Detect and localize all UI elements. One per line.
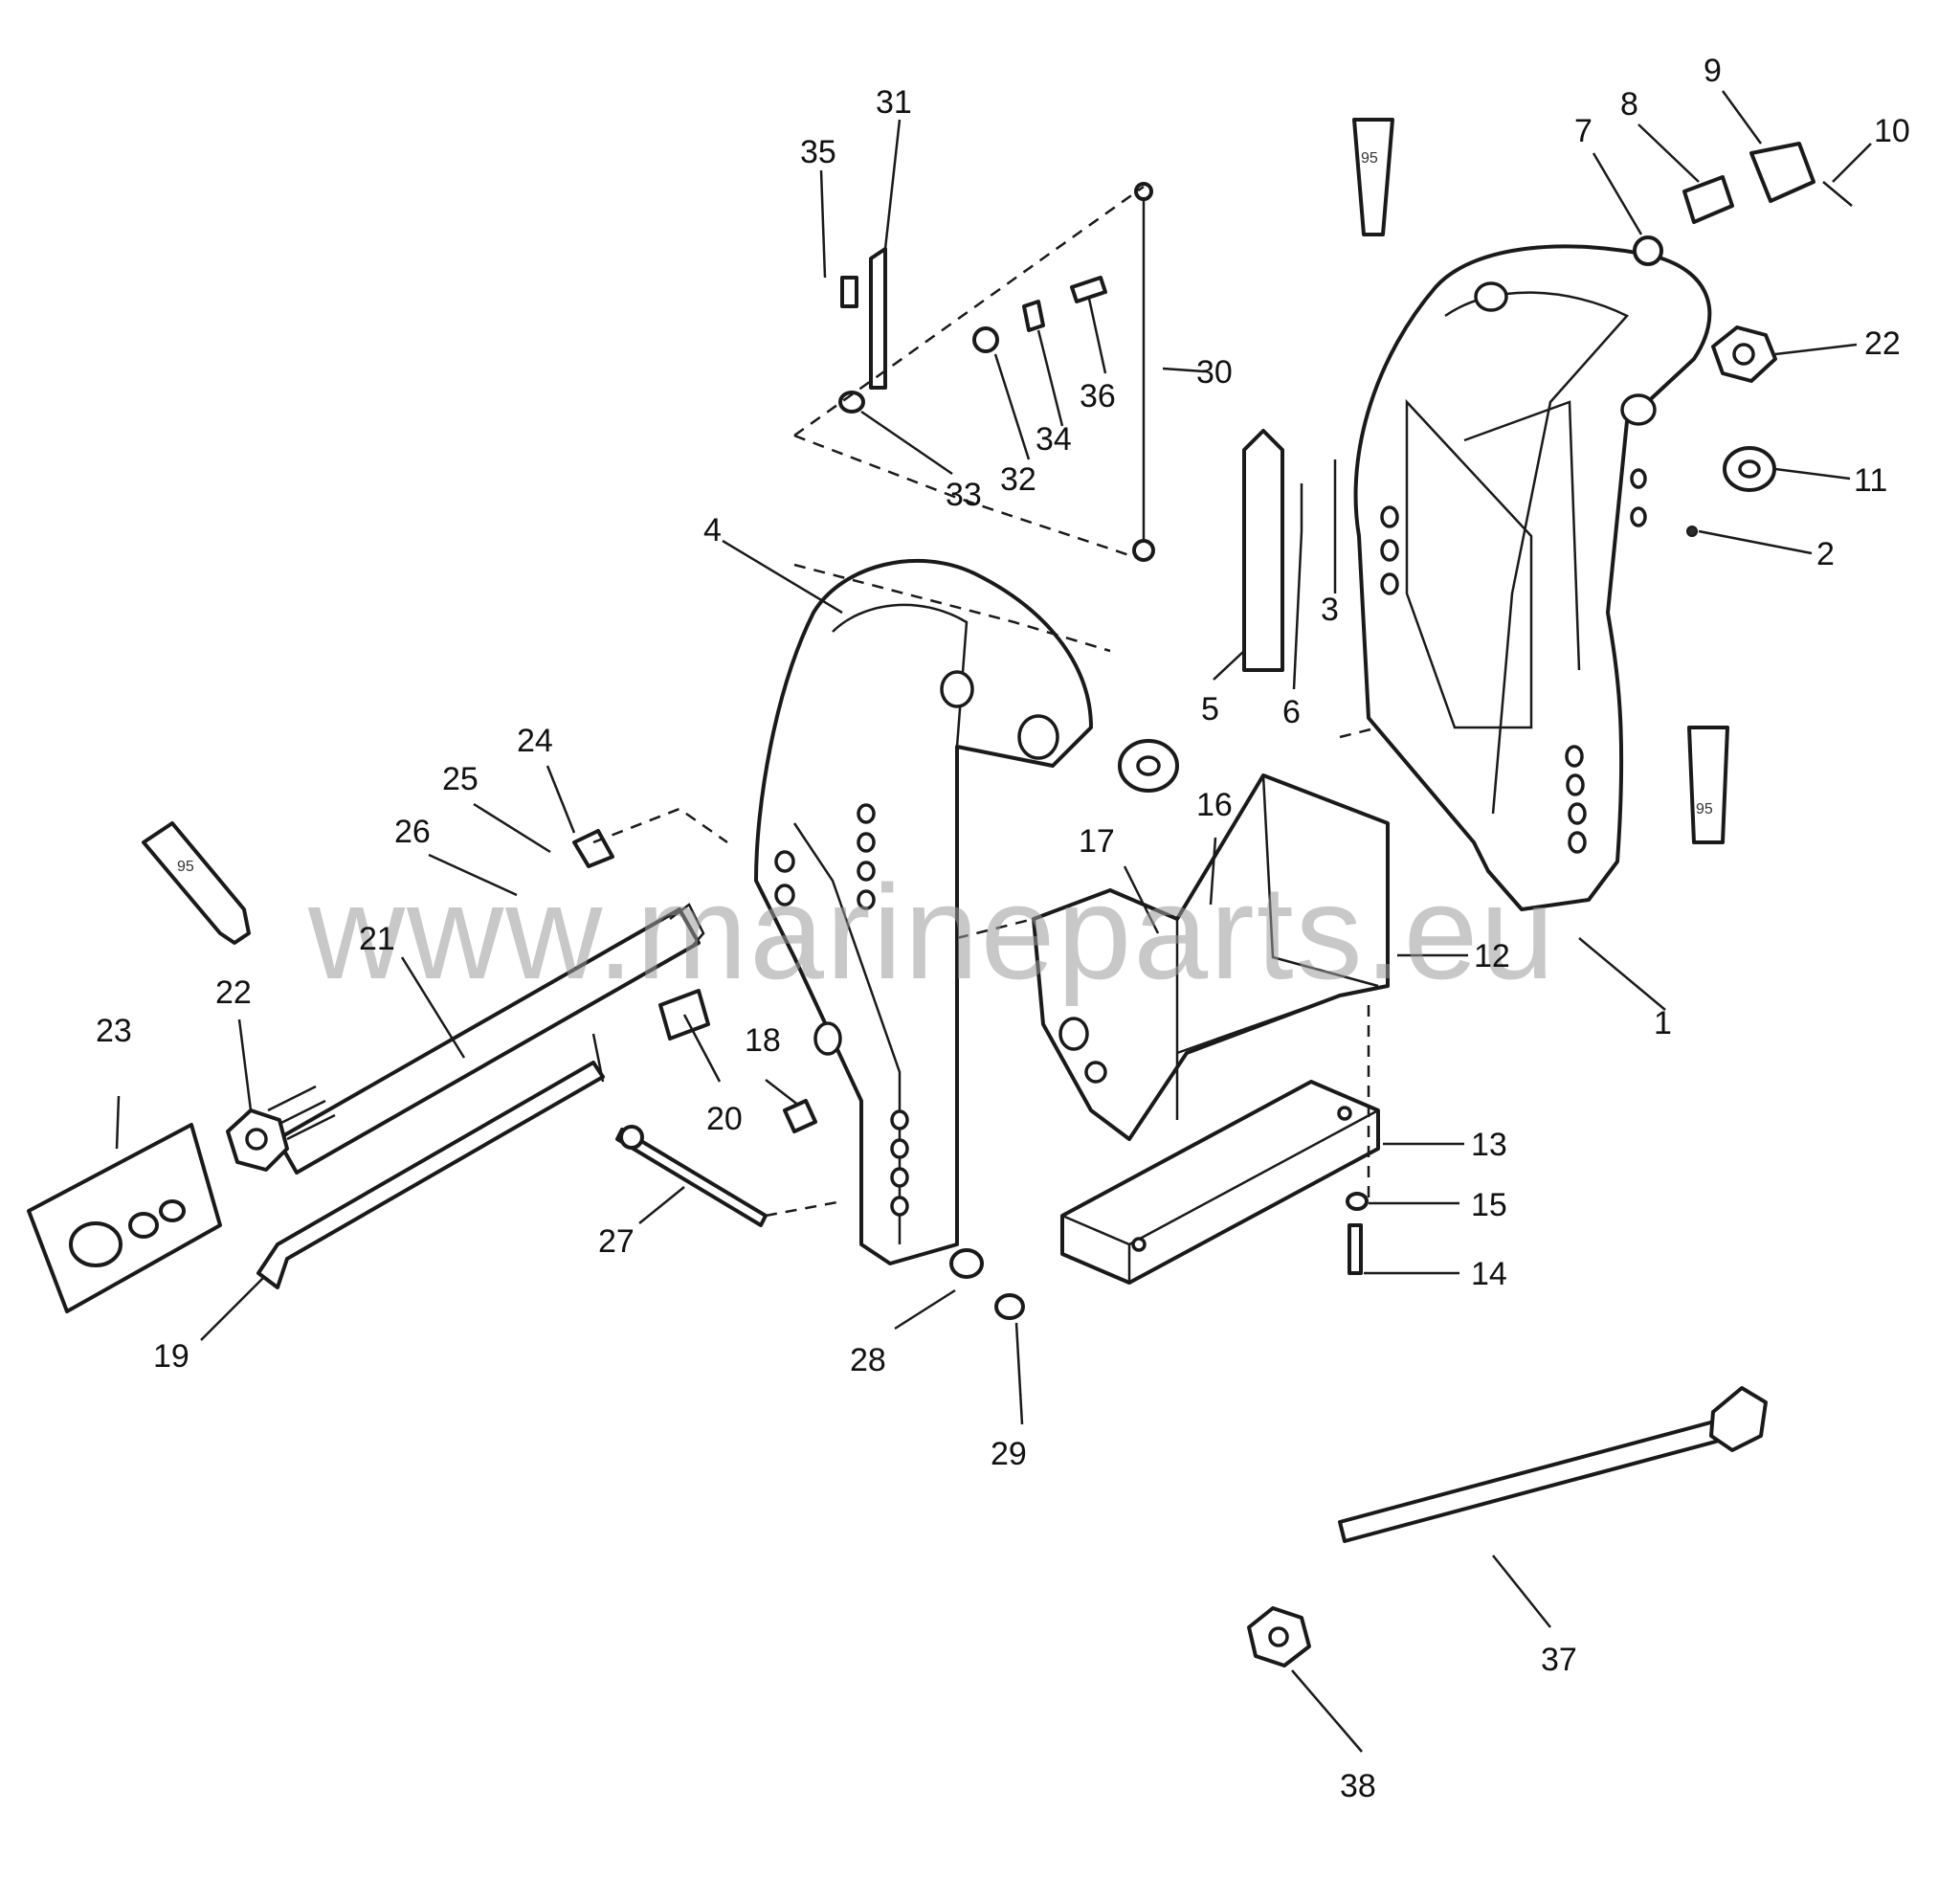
callout-36: 36 — [1080, 378, 1116, 414]
callout-20: 20 — [706, 1101, 743, 1137]
callout-14: 14 — [1471, 1256, 1507, 1292]
callout-1: 1 — [1654, 1005, 1672, 1041]
callout-32: 32 — [1000, 461, 1036, 498]
callout-26: 26 — [394, 814, 431, 850]
callout-31: 31 — [876, 84, 912, 121]
callout-labels: 1 2 3 4 5 6 7 8 9 10 11 12 13 14 15 16 1… — [96, 53, 1910, 1804]
svg-text:95: 95 — [1361, 150, 1378, 167]
svg-text:95: 95 — [1696, 801, 1713, 817]
callout-21: 21 — [359, 921, 395, 957]
callout-13: 13 — [1471, 1127, 1507, 1163]
clamp-bracket-left — [754, 558, 1093, 1265]
spacer-kit-box — [27, 1123, 222, 1313]
callout-18: 18 — [745, 1022, 781, 1059]
callout-28: 28 — [850, 1342, 886, 1378]
clamp-bracket-right — [1353, 244, 1712, 911]
grease-tube-2: 95 — [1352, 118, 1394, 236]
callout-37: 37 — [1541, 1642, 1577, 1678]
callout-29: 29 — [991, 1436, 1027, 1472]
callout-12: 12 — [1474, 938, 1510, 974]
callout-33: 33 — [946, 477, 982, 513]
callout-30: 30 — [1196, 354, 1233, 391]
callout-10: 10 — [1874, 113, 1910, 149]
callout-2: 2 — [1816, 536, 1835, 572]
callout-3: 3 — [1321, 592, 1339, 628]
callout-22-left: 22 — [215, 974, 252, 1011]
callout-25: 25 — [442, 761, 479, 797]
leader-lines — [115, 90, 1872, 1753]
callout-9: 9 — [1704, 53, 1722, 89]
callout-4: 4 — [703, 512, 722, 548]
callout-27: 27 — [598, 1223, 635, 1260]
callout-5: 5 — [1201, 691, 1219, 727]
thrust-pad — [1060, 1080, 1380, 1285]
callout-19: 19 — [153, 1338, 189, 1375]
grease-tube-3: 95 — [1687, 726, 1729, 844]
callout-6: 6 — [1282, 694, 1301, 730]
callout-34: 34 — [1036, 421, 1072, 458]
callout-38: 38 — [1340, 1768, 1376, 1804]
callout-23: 23 — [96, 1013, 132, 1049]
tilt-pin-rod — [256, 1033, 605, 1289]
callout-8: 8 — [1620, 86, 1638, 123]
tilt-tube — [267, 903, 705, 1175]
callout-16: 16 — [1196, 787, 1233, 823]
svg-text:95: 95 — [177, 859, 194, 875]
callout-35: 35 — [800, 134, 836, 170]
grease-tube-1: 95 — [142, 821, 251, 945]
swivel-bracket — [1032, 773, 1390, 1141]
watermark-text: www.marineparts.eu — [307, 857, 1556, 1007]
assembly-guides — [592, 185, 1379, 1218]
hardware-pieces — [226, 142, 1853, 1667]
callout-11: 11 — [1854, 462, 1887, 499]
callout-17: 17 — [1079, 823, 1115, 860]
callout-22-right: 22 — [1864, 325, 1901, 362]
callout-24: 24 — [517, 723, 553, 759]
callout-7: 7 — [1574, 113, 1592, 149]
callout-15: 15 — [1471, 1187, 1507, 1223]
